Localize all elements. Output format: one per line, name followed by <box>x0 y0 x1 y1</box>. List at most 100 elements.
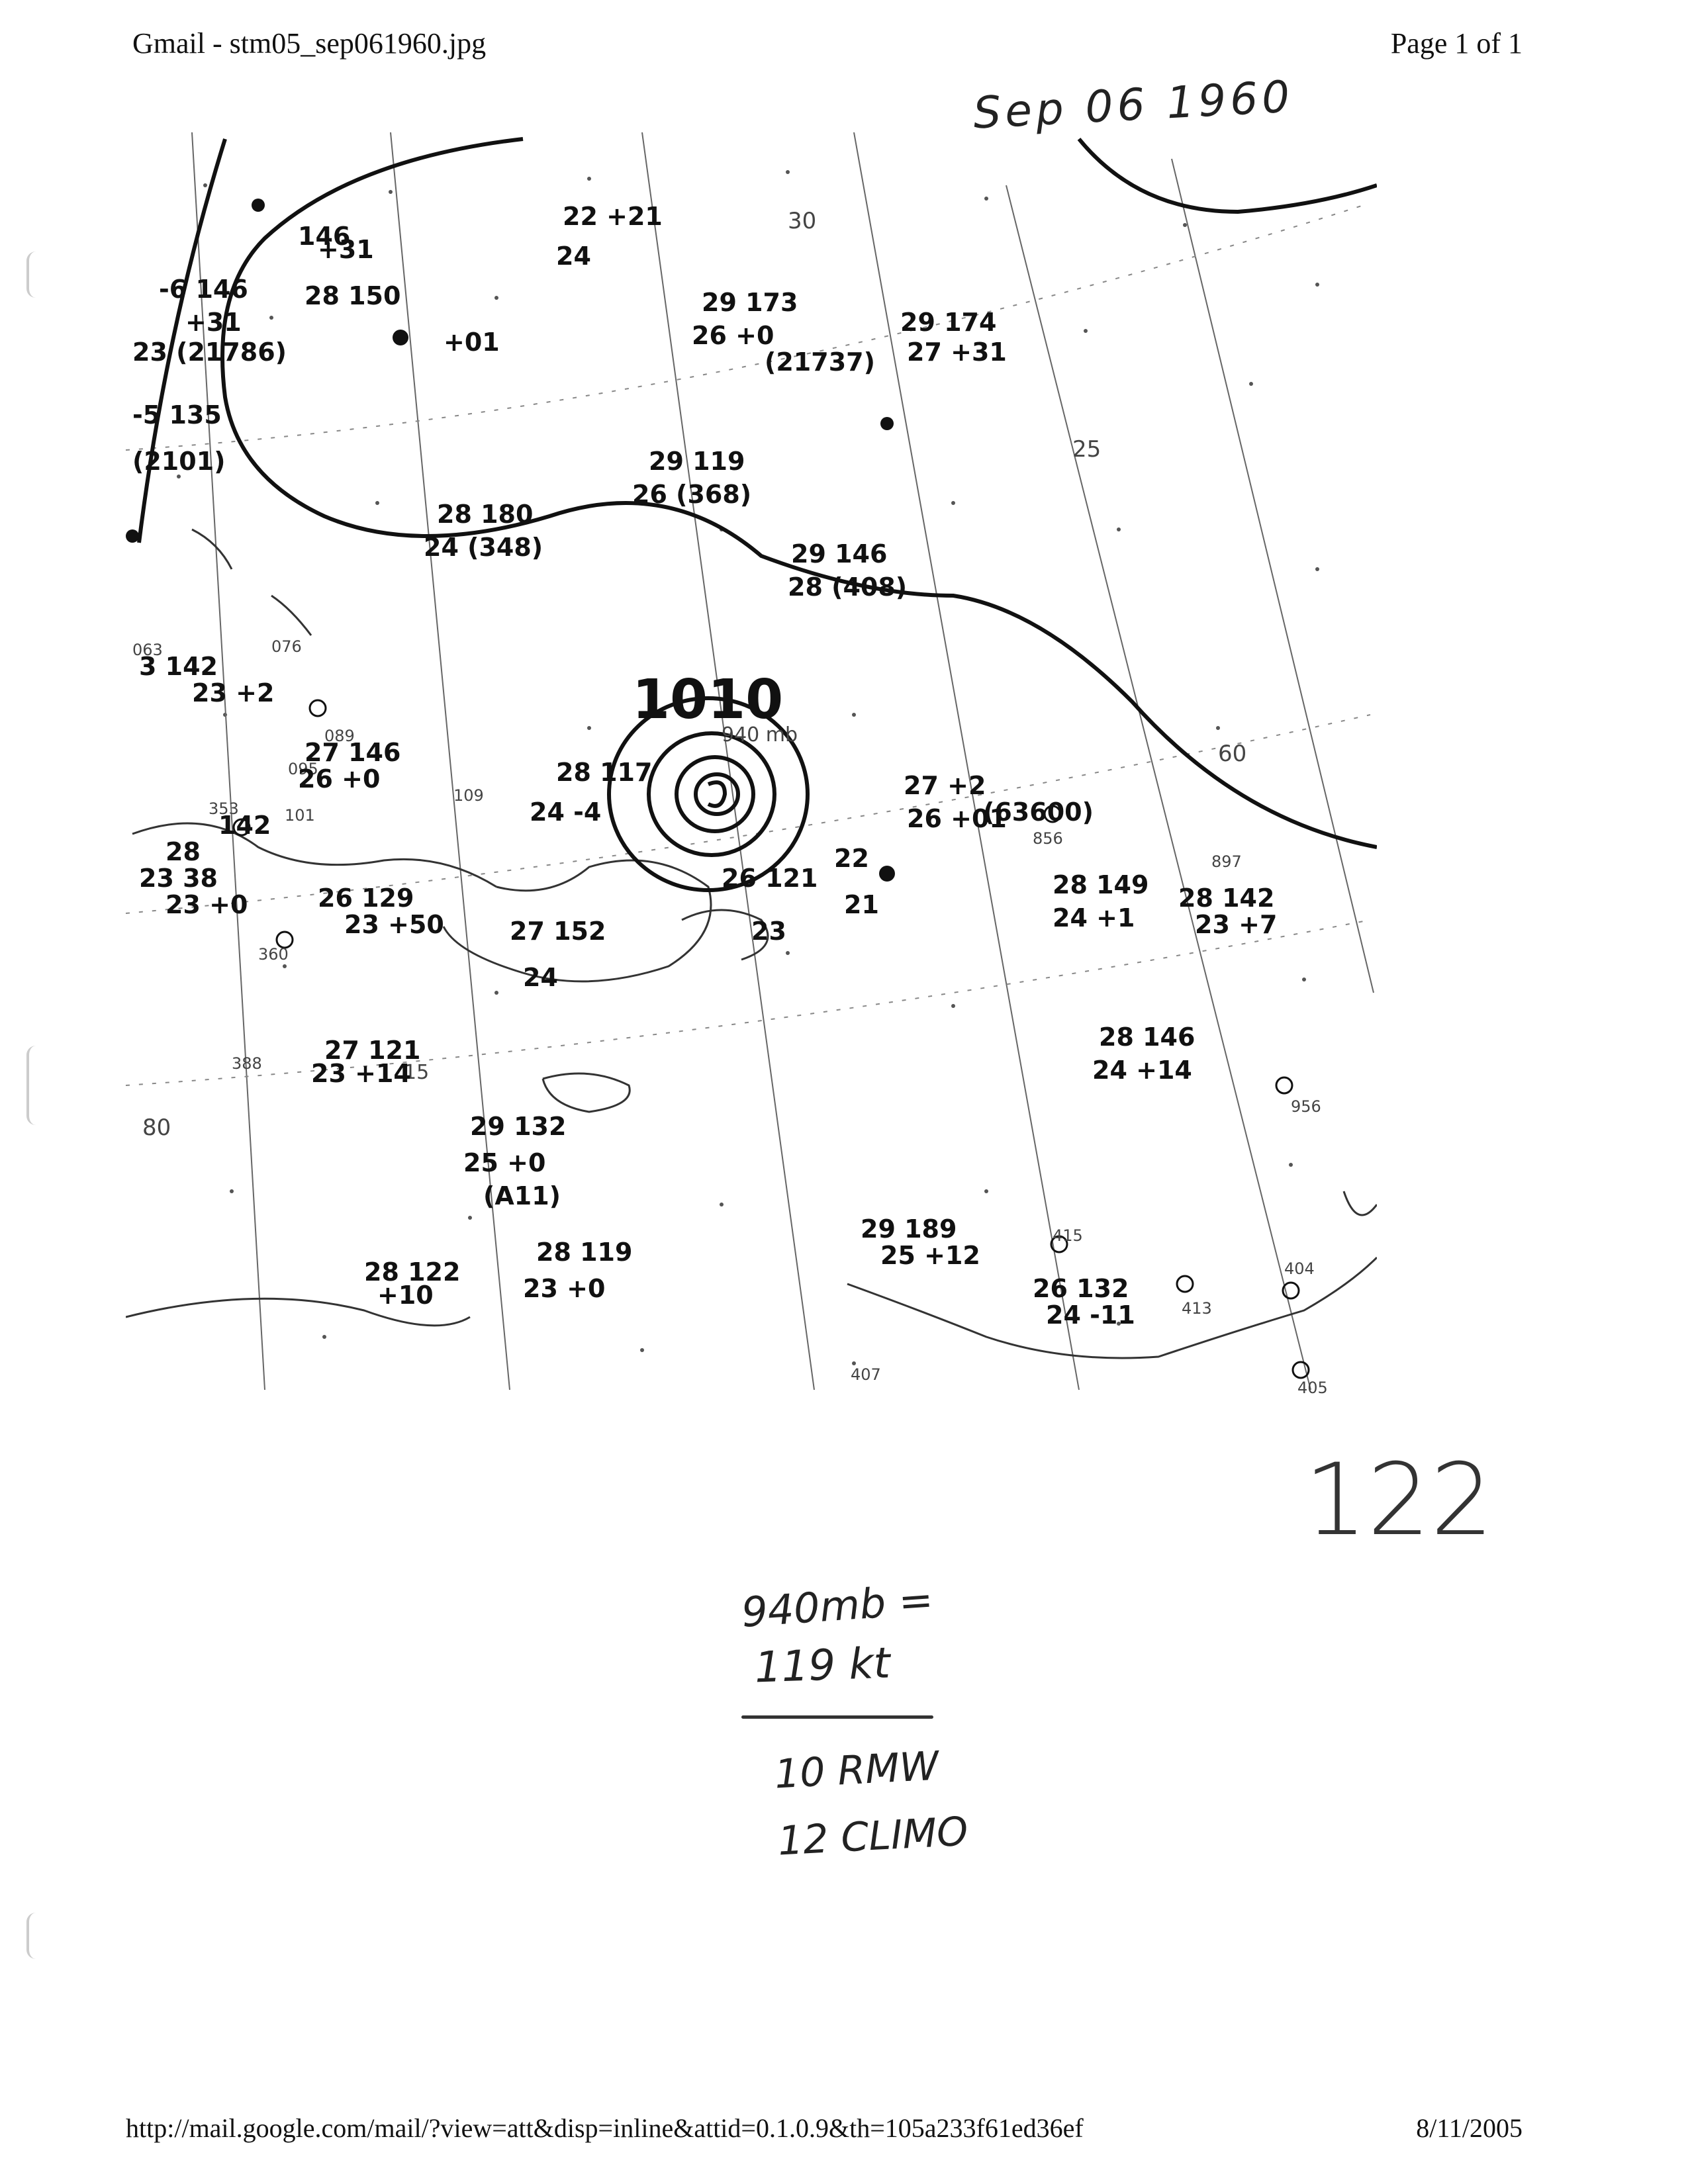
station-plot-value: 29 146 <box>791 539 887 569</box>
station-plot-value: +31 <box>185 308 242 337</box>
station-plot-value: 28 119 <box>536 1238 632 1267</box>
station-plot-value: 23 (21786) <box>132 338 287 367</box>
station-plot-value: +01 <box>444 328 500 357</box>
station-plot-value: 23 +0 <box>523 1274 605 1303</box>
station-plot-value: 142 <box>218 811 271 840</box>
station-plot-value: 23 38 <box>139 864 218 893</box>
station-plot-value: 26 +01 <box>907 804 1007 833</box>
station-plot-value: 23 +0 <box>165 890 248 919</box>
latitude-lines <box>126 205 1371 1086</box>
station-plot-value: 24 <box>556 242 591 271</box>
station-plot-value: +10 <box>377 1281 434 1310</box>
station-plot-value: 23 +50 <box>344 910 444 939</box>
station-id: 404 <box>1284 1259 1315 1278</box>
station-plot-value: 146 <box>298 222 350 251</box>
station-plot-value: 28 150 <box>305 281 400 310</box>
station-id: 076 <box>271 637 302 656</box>
station-plot-value: 29 189 <box>861 1214 957 1244</box>
handwritten-page-number: 122 <box>1304 1443 1494 1558</box>
station-id: 360 <box>258 945 289 964</box>
station-plot-value: 23 +2 <box>192 678 274 707</box>
station-plot-value: 27 +2 <box>904 771 986 800</box>
station-plot-value: (2101) <box>132 447 226 476</box>
station-plot-value: 26 129 <box>318 884 414 913</box>
center-pressure-label: 940 mb <box>722 723 798 747</box>
station-plot-value: 24 +1 <box>1053 903 1135 933</box>
station-plot-value: -5 135 <box>132 400 222 430</box>
station-plot-value: 23 +7 <box>1195 910 1277 939</box>
latitude-label-15: 15 <box>404 1061 429 1084</box>
station-plot-value: +31 <box>318 235 374 264</box>
station-plot-value: 27 152 <box>510 917 606 946</box>
station-plot-value: (21737) <box>765 347 875 377</box>
station-plot-value: 24 +14 <box>1092 1056 1192 1085</box>
station-plot-value: 27 +31 <box>907 338 1007 367</box>
handwritten-underline <box>741 1715 933 1719</box>
station-id: 089 <box>324 727 355 745</box>
station-id: 388 <box>232 1054 262 1073</box>
station-plot-value: 23 +14 <box>311 1059 411 1088</box>
map-labels: 1010 940 mb 30 25 15 80 60 <box>142 208 1246 1141</box>
station-plot-value: 28 122 <box>364 1257 460 1287</box>
station-id: 095 <box>288 760 318 778</box>
station-id: 856 <box>1033 829 1063 848</box>
scan-margin-mark <box>26 251 45 298</box>
station-id: 415 <box>1053 1226 1083 1245</box>
station-plot-value: 23 <box>751 917 786 946</box>
isobar-lines <box>137 137 1377 892</box>
station-plot-value: 29 174 <box>900 308 996 337</box>
station-plot-value: 26 132 <box>1033 1274 1129 1303</box>
latitude-label-25: 25 <box>1072 436 1101 463</box>
print-header-title: Gmail - stm05_sep061960.jpg <box>132 27 487 60</box>
station-plot-value: 25 +0 <box>463 1148 545 1177</box>
station-id: 956 <box>1291 1097 1321 1116</box>
station-plot-value: 26 +0 <box>298 764 380 794</box>
station-plot-value: -6 146 <box>159 275 248 304</box>
station-id: 109 <box>453 786 484 805</box>
longitude-label-80: 80 <box>142 1115 171 1141</box>
handwritten-map-date: Sep 06 1960 <box>972 71 1295 139</box>
station-id-labels: 063 076 089 095 101 109 353 360 388 407 … <box>132 637 1328 1396</box>
station-circles <box>232 699 1310 1379</box>
station-plot-value: 22 <box>834 844 869 873</box>
handwritten-note-climo: 12 CLIMO <box>776 1808 970 1865</box>
coastlines <box>126 528 1377 1359</box>
station-plot-value: 28 (408) <box>788 572 907 602</box>
print-header-page-count: Page 1 of 1 <box>1390 27 1523 60</box>
scan-margin-mark <box>26 1046 45 1125</box>
print-footer-date: 8/11/2005 <box>1416 2113 1523 2143</box>
station-id: 063 <box>132 641 163 659</box>
station-plot-value: 26 (368) <box>632 480 751 509</box>
station-id: 413 <box>1182 1299 1212 1318</box>
station-plot-value: 3 142 <box>139 652 218 681</box>
station-plot-value: 24 (348) <box>424 533 543 562</box>
station-plot-value: 22 +21 <box>563 202 663 231</box>
station-plot-value: 29 132 <box>470 1112 566 1141</box>
station-id: 897 <box>1211 852 1242 871</box>
station-plot-value: 25 +12 <box>880 1241 980 1270</box>
station-id: 405 <box>1297 1379 1328 1396</box>
station-plot-value: 26 +0 <box>692 321 774 350</box>
station-plot-value: 28 146 <box>1099 1023 1195 1052</box>
station-id: 101 <box>285 806 315 825</box>
handwritten-note-pressure: 940mb = <box>739 1574 935 1637</box>
isobar-label: 1010 <box>632 668 783 731</box>
meridian-lines <box>191 132 1374 1390</box>
station-plot-value: 29 173 <box>702 288 798 317</box>
station-plot-value: 28 149 <box>1053 870 1149 899</box>
print-footer-url: http://mail.google.com/mail/?view=att&di… <box>126 2113 1084 2143</box>
surface-weather-map: 1010 940 mb 30 25 15 80 60 063 076 089 0… <box>126 132 1377 1396</box>
station-id: 353 <box>209 799 239 818</box>
station-plot-value: 27 121 <box>324 1036 420 1065</box>
station-plot-value: 26 121 <box>722 864 818 893</box>
station-dots <box>126 199 895 882</box>
station-plot-value: 29 119 <box>649 447 745 476</box>
station-plot-value: 27 146 <box>305 738 400 767</box>
station-plot-value: 28 180 <box>437 500 533 529</box>
station-plot-value: 28 142 <box>1178 884 1274 913</box>
scan-margin-mark <box>26 1913 45 1959</box>
station-id: 407 <box>851 1365 881 1384</box>
handwritten-note-rmw: 10 RMW <box>773 1743 940 1798</box>
station-plot-value: 21 <box>844 890 879 919</box>
